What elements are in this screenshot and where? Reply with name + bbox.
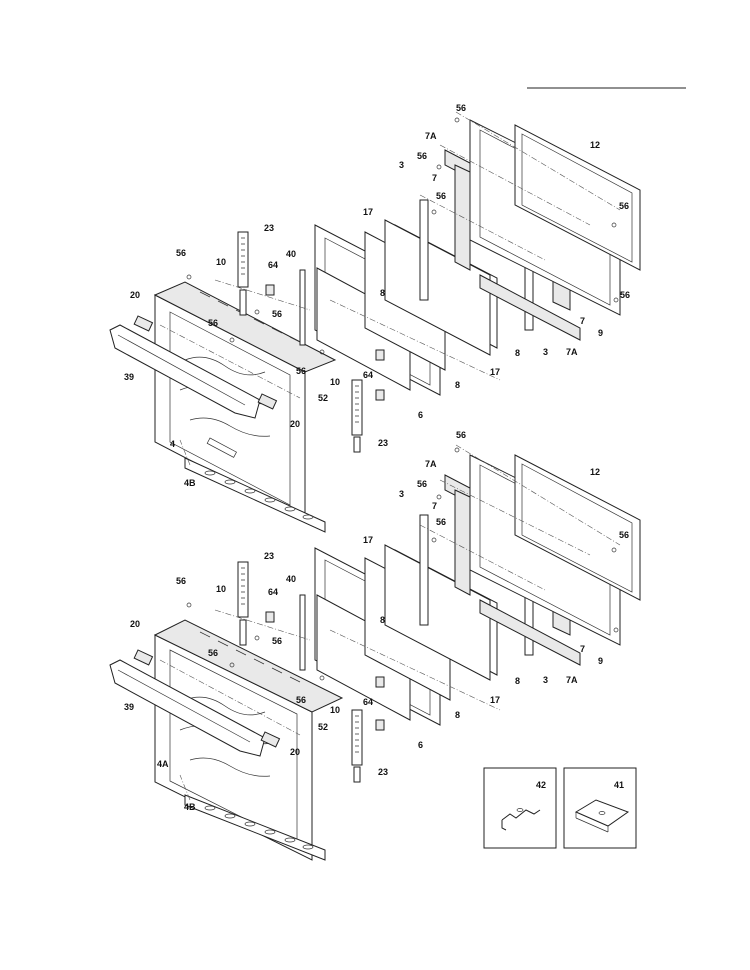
label-64: 64 [268, 260, 278, 270]
label-9: 9 [598, 328, 603, 338]
label-10: 10 [216, 584, 226, 594]
label-4b: 4B [184, 478, 196, 488]
label-9: 9 [598, 656, 603, 666]
label-56: 56 [208, 648, 218, 658]
label-56: 56 [272, 636, 282, 646]
label-56: 56 [176, 248, 186, 258]
label-8: 8 [380, 288, 385, 298]
inset-box-41: 41 [563, 767, 637, 849]
label-3: 3 [543, 347, 548, 357]
label-17: 17 [490, 695, 500, 705]
label-56: 56 [619, 530, 629, 540]
bracket-icon [501, 808, 541, 831]
label-56: 56 [272, 309, 282, 319]
upper-door-assembly: 56 7A 12 56 7 3 56 17 56 23 40 56 10 64 … [109, 103, 641, 533]
label-39: 39 [124, 372, 134, 382]
label-23: 23 [378, 767, 388, 777]
label-56: 56 [456, 103, 466, 113]
label-17: 17 [363, 207, 373, 217]
label-56: 56 [296, 695, 306, 705]
label-12: 12 [590, 467, 600, 477]
label-8: 8 [515, 348, 520, 358]
label-6: 6 [418, 410, 423, 420]
label-7: 7 [432, 173, 437, 183]
label-7a: 7A [566, 675, 578, 685]
label-7: 7 [580, 316, 585, 326]
label-23: 23 [264, 551, 274, 561]
label-56: 56 [620, 290, 630, 300]
label-12: 12 [590, 140, 600, 150]
label-8: 8 [455, 380, 460, 390]
label-40: 40 [286, 574, 296, 584]
label-64: 64 [268, 587, 278, 597]
label-8: 8 [455, 710, 460, 720]
label-7a: 7A [425, 131, 437, 141]
label-8: 8 [380, 615, 385, 625]
label-56: 56 [176, 576, 186, 586]
label-10: 10 [330, 377, 340, 387]
label-3: 3 [399, 489, 404, 499]
label-20: 20 [290, 419, 300, 429]
label-4: 4 [170, 439, 175, 449]
label-4a: 4A [157, 759, 169, 769]
inset-box-42: 42 [483, 767, 557, 849]
label-40: 40 [286, 249, 296, 259]
lower-door-assembly: 56 7A 12 56 7 56 3 17 23 40 56 10 64 20 … [109, 430, 641, 861]
label-56: 56 [436, 191, 446, 201]
label-7a: 7A [425, 459, 437, 469]
label-6: 6 [418, 740, 423, 750]
label-10: 10 [216, 257, 226, 267]
label-20: 20 [290, 747, 300, 757]
label-56: 56 [417, 151, 427, 161]
label-17: 17 [490, 367, 500, 377]
label-7: 7 [432, 501, 437, 511]
label-52: 52 [318, 393, 328, 403]
label-56: 56 [417, 479, 427, 489]
label-3: 3 [399, 160, 404, 170]
label-42: 42 [536, 780, 546, 790]
label-56: 56 [436, 517, 446, 527]
label-17: 17 [363, 535, 373, 545]
label-8: 8 [515, 676, 520, 686]
clip-icon [574, 799, 630, 833]
label-41: 41 [614, 780, 624, 790]
label-56: 56 [208, 318, 218, 328]
label-3: 3 [543, 675, 548, 685]
label-10: 10 [330, 705, 340, 715]
label-56: 56 [619, 201, 629, 211]
label-7: 7 [580, 644, 585, 654]
label-64: 64 [363, 370, 373, 380]
label-23: 23 [264, 223, 274, 233]
label-20: 20 [130, 290, 140, 300]
label-23: 23 [378, 438, 388, 448]
label-52: 52 [318, 722, 328, 732]
label-56: 56 [296, 366, 306, 376]
label-7a: 7A [566, 347, 578, 357]
label-64: 64 [363, 697, 373, 707]
label-56: 56 [456, 430, 466, 440]
label-39: 39 [124, 702, 134, 712]
label-4b: 4B [184, 802, 196, 812]
label-20: 20 [130, 619, 140, 629]
